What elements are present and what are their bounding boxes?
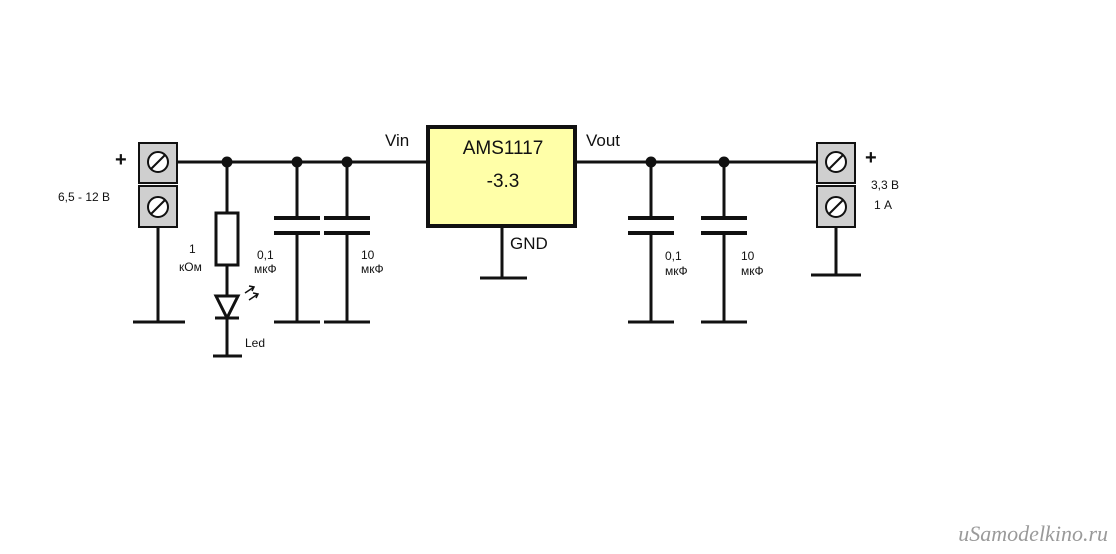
junction-dot (291, 156, 303, 168)
capacitor-plates (274, 216, 747, 235)
vin-label: Vin (385, 131, 409, 150)
input-terminal-block (138, 142, 178, 228)
cap-out1-value: 0,1 (665, 249, 682, 263)
resistor-symbol (214, 211, 240, 267)
resistor-unit: кОм (179, 260, 202, 274)
cap-in1-unit: мкФ (254, 262, 277, 276)
regulator-variant: -3.3 (487, 171, 520, 192)
led-symbol (213, 285, 260, 322)
cap-out1-unit: мкФ (665, 264, 688, 278)
led-label: Led (245, 336, 265, 350)
vout-label: Vout (586, 131, 620, 150)
watermark: uSamodelkino.ru (958, 521, 1108, 546)
led-emission-arrows (244, 285, 260, 301)
input-plus-sign: + (115, 149, 127, 171)
junction-dot (718, 156, 730, 168)
output-terminal-block (816, 142, 856, 228)
wires (133, 160, 861, 358)
regulator-name: AMS1117 (463, 138, 544, 159)
led-triangle (213, 294, 241, 322)
regulator-box (426, 125, 577, 228)
cap-in2-value: 10 (361, 248, 375, 262)
resistor-value: 1 (189, 242, 196, 256)
cap-in2-unit: мкФ (361, 262, 384, 276)
junction-dot (341, 156, 353, 168)
cap-in1-value: 0,1 (257, 248, 274, 262)
input-voltage-label: 6,5 - 12 В (58, 190, 110, 204)
output-current-label: 1 А (874, 198, 892, 212)
output-terminal-top (816, 142, 856, 184)
junction-dot (645, 156, 657, 168)
junction-dots (221, 156, 730, 168)
junction-dot (221, 156, 233, 168)
gnd-label: GND (510, 234, 548, 253)
cap-out2-value: 10 (741, 249, 755, 263)
output-voltage-label: 3,3 В (871, 178, 899, 192)
output-plus-sign: + (865, 147, 877, 169)
cap-out2-unit: мкФ (741, 264, 764, 278)
